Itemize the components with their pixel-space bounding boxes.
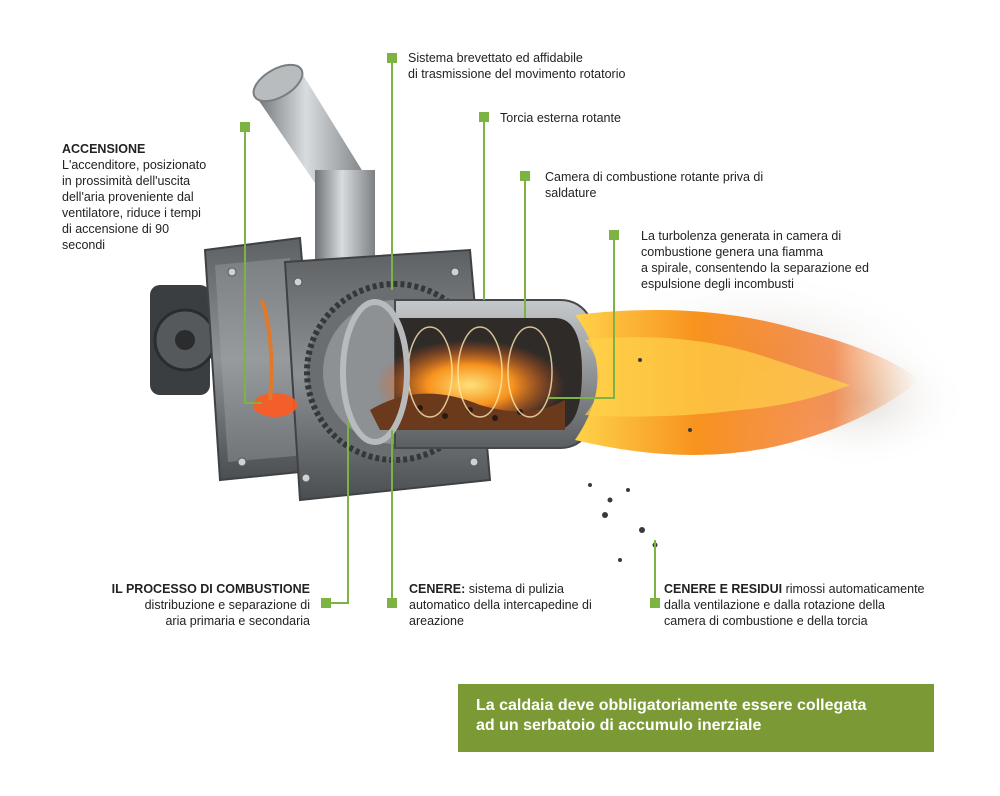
bolt	[227, 267, 237, 277]
bolt	[450, 267, 460, 277]
marker-square	[650, 598, 660, 608]
callout-ignition: ACCENSIONE L'accenditore, posizionato in…	[62, 141, 206, 253]
pellet	[492, 415, 498, 421]
banner-line: La caldaia deve obbligatoriamente essere…	[476, 697, 867, 714]
pellet-bed	[370, 393, 565, 430]
callout-line: rimossi automaticamente	[782, 582, 925, 596]
marker-square	[321, 598, 331, 608]
callout-title: CENERE:	[409, 582, 466, 596]
callout-line: secondi	[62, 238, 106, 252]
callout-line: aria primaria e secondaria	[165, 614, 310, 628]
ember	[588, 483, 592, 487]
callout-line: di accensione di 90	[62, 222, 170, 236]
storage-tank-notice-banner: La caldaia deve obbligatoriamente essere…	[458, 684, 934, 752]
feed-pipe-opening	[252, 63, 304, 103]
marker-square	[520, 171, 530, 181]
callout-residues: CENERE E RESIDUI rimossi automaticamente…	[664, 581, 925, 629]
callout-line: Sistema brevettato ed affidabile	[408, 51, 583, 65]
bolt	[301, 473, 311, 483]
callout-line: distribuzione e separazione di	[144, 598, 310, 612]
callout-torch: Torcia esterna rotante	[500, 110, 621, 126]
marker-square	[479, 112, 489, 122]
ember	[688, 428, 692, 432]
callout-line: L'accenditore, posizionato	[62, 158, 207, 172]
callout-line: camera di combustione e della torcia	[664, 614, 868, 628]
marker-square	[240, 122, 250, 132]
callout-line: ventilatore, riduce i tempi	[62, 206, 201, 220]
leader-ignition	[244, 127, 262, 404]
marker-square	[609, 230, 619, 240]
callout-line: automatico della intercapedine di	[409, 598, 592, 612]
chamber-inlet-ring	[340, 299, 410, 445]
callout-transmission: Sistema brevettato ed affidabile di tras…	[408, 50, 625, 82]
marker-square	[387, 598, 397, 608]
callout-turbulence: La turbolenza generata in camera di comb…	[641, 228, 869, 292]
ember	[602, 512, 608, 518]
callout-title: CENERE E RESIDUI	[664, 582, 783, 596]
motor-hub	[175, 330, 195, 350]
ember	[639, 527, 645, 533]
callout-ash: CENERE: sistema di pulizia automatico de…	[409, 581, 592, 629]
callout-line: di trasmissione del movimento rotatorio	[408, 67, 626, 81]
callout-line: combustione genera una fiamma	[641, 245, 824, 259]
callout-line: espulsione degli incombusti	[641, 277, 794, 291]
callout-line: areazione	[409, 614, 464, 628]
bolt	[469, 457, 479, 467]
bolt	[237, 457, 247, 467]
ember	[607, 497, 613, 503]
callout-line: sistema di pulizia	[465, 582, 564, 596]
flame-core	[585, 337, 850, 417]
callout-line: dalla ventilazione e dalla rotazione del…	[664, 598, 885, 612]
callout-line: dell'aria proveniente dal	[62, 190, 194, 204]
igniter-glow	[253, 393, 297, 417]
callout-line: Torcia esterna rotante	[500, 111, 621, 125]
igniter-cable	[260, 299, 274, 401]
callout-title: ACCENSIONE	[62, 142, 146, 156]
callout-line: La turbolenza generata in camera di	[641, 229, 842, 243]
pellet	[442, 413, 448, 419]
leader-combustion	[326, 420, 349, 604]
callout-line: in prossimità dell'uscita	[62, 174, 191, 188]
leader-turbulence	[548, 235, 615, 399]
ember	[626, 488, 630, 492]
ember	[618, 558, 622, 562]
banner-line: ad un serbatoio di accumulo inerziale	[476, 717, 762, 734]
callout-line: saldature	[545, 186, 597, 200]
callout-title: IL PROCESSO DI COMBUSTIONE	[111, 582, 310, 596]
ember	[638, 358, 642, 362]
bolt	[293, 277, 303, 287]
callout-combustion-process: IL PROCESSO DI COMBUSTIONE distribuzione…	[60, 581, 310, 629]
spiral-loop	[457, 326, 503, 418]
marker-square	[387, 53, 397, 63]
callout-chamber: Camera di combustione rotante priva di s…	[545, 169, 763, 201]
callout-line: a spirale, consentendo la separazione ed	[641, 261, 869, 275]
spiral-loop	[507, 326, 553, 418]
callout-line: Camera di combustione rotante priva di	[545, 170, 764, 184]
